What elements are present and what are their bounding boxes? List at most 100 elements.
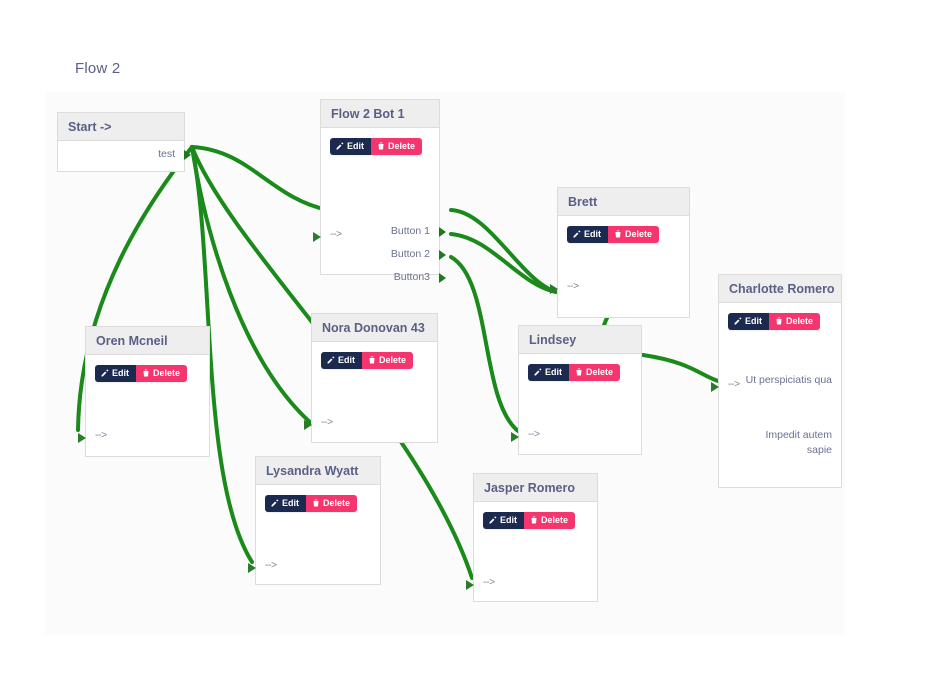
edit-button[interactable]: Edit	[95, 364, 136, 382]
trash-icon	[378, 142, 384, 150]
output-port-button-1[interactable]: Button 1	[321, 220, 446, 243]
delete-button-label: Delete	[388, 140, 416, 151]
edit-button[interactable]: Edit	[330, 137, 371, 155]
output-port-test[interactable]: test	[58, 143, 191, 166]
node-body: Edit Delete -->	[248, 485, 380, 584]
port-connector-icon[interactable]	[439, 272, 446, 283]
input-port-marker-icon[interactable]	[511, 432, 519, 442]
output-port-button-2[interactable]: Button 2	[321, 243, 446, 266]
trash-icon	[143, 369, 149, 377]
node-lysandra-wyatt[interactable]: Lysandra Wyatt Edit Delete -->	[248, 456, 381, 585]
port-label: Button3	[393, 271, 430, 283]
edit-icon	[489, 516, 497, 524]
delete-button[interactable]: Delete	[769, 312, 821, 330]
node-title: Nora Donovan 43	[312, 314, 437, 342]
trash-icon	[776, 317, 782, 325]
port-label: Button 1	[390, 225, 430, 237]
port-label: test	[158, 148, 175, 160]
port-connector-icon[interactable]	[184, 149, 191, 160]
node-oren-mcneil[interactable]: Oren Mcneil Edit Delete -->	[78, 326, 210, 457]
edit-button-label: Edit	[745, 315, 762, 326]
input-port-label: -->	[567, 280, 579, 292]
port-label: Ut perspiciatis qua	[745, 374, 832, 386]
node-body: Edit Delete -->	[304, 342, 437, 442]
node-actions: Edit Delete	[330, 137, 423, 155]
node-body: Edit Delete -->	[511, 354, 641, 454]
node-actions: Edit Delete	[265, 494, 358, 512]
input-port-marker-icon[interactable]	[248, 563, 256, 573]
delete-button-label: Delete	[586, 366, 614, 377]
input-port-label: -->	[265, 559, 277, 571]
node-nora-donovan-43[interactable]: Nora Donovan 43 Edit Delete -->	[304, 313, 438, 443]
edit-button[interactable]: Edit	[321, 351, 362, 369]
trash-icon	[576, 368, 582, 376]
port-connector-icon[interactable]	[439, 249, 446, 260]
node-charlotte-romero[interactable]: Charlotte Romero Edit Delete -->	[711, 274, 842, 488]
node-actions: Edit Delete	[95, 364, 188, 382]
edit-button-label: Edit	[347, 140, 364, 151]
input-port-marker-icon[interactable]	[711, 382, 719, 392]
delete-button-label: Delete	[153, 367, 181, 378]
output-port-ut-perspiciatis-qua[interactable]: Ut perspiciatis qua	[742, 373, 832, 388]
flow-title-bar: Flow 2	[45, 18, 845, 92]
edit-icon	[336, 142, 344, 150]
node-start[interactable]: Start -> test	[57, 112, 191, 172]
trash-icon	[369, 356, 375, 364]
trash-icon	[615, 230, 621, 238]
input-port-marker-icon[interactable]	[550, 284, 558, 294]
edit-icon	[327, 356, 335, 364]
node-brett[interactable]: Brett Edit Delete -->	[550, 187, 690, 318]
node-actions: Edit Delete	[528, 363, 621, 381]
edit-button[interactable]: Edit	[265, 494, 306, 512]
edit-button[interactable]: Edit	[483, 511, 524, 529]
edit-button-label: Edit	[584, 228, 601, 239]
node-actions: Edit Delete	[728, 312, 821, 330]
edit-icon	[534, 368, 542, 376]
output-port-button-3[interactable]: Button3	[321, 266, 446, 289]
node-body: Edit Delete --> Button 1 Button 2	[313, 128, 446, 283]
node-body: Edit Delete -->	[466, 502, 597, 601]
input-port-marker-icon[interactable]	[78, 433, 86, 443]
input-port-label: -->	[95, 429, 107, 441]
edit-button-label: Edit	[545, 366, 562, 377]
delete-button-label: Delete	[541, 514, 569, 525]
edit-button-label: Edit	[282, 497, 299, 508]
node-actions: Edit Delete	[567, 225, 660, 243]
node-body: Edit Delete -->	[550, 216, 689, 317]
node-flow-2-bot-1[interactable]: Flow 2 Bot 1 Edit Delete -->	[313, 99, 446, 283]
input-port-marker-icon[interactable]	[313, 232, 321, 242]
node-actions: Edit Delete	[321, 351, 414, 369]
node-title: Brett	[558, 188, 689, 216]
node-title: Start ->	[58, 113, 184, 141]
node-title: Flow 2 Bot 1	[321, 100, 439, 128]
port-connector-icon[interactable]	[439, 226, 446, 237]
delete-button[interactable]: Delete	[524, 511, 576, 529]
input-port-marker-icon[interactable]	[304, 420, 312, 430]
edit-button[interactable]: Edit	[728, 312, 769, 330]
edit-button-label: Edit	[112, 367, 129, 378]
input-port-label: -->	[728, 378, 740, 390]
delete-button-label: Delete	[379, 354, 407, 365]
node-body: test	[58, 141, 191, 171]
node-title: Jasper Romero	[474, 474, 597, 502]
output-ports: Button 1 Button 2 Button3	[321, 220, 446, 289]
output-port-impedit-autem-sapie[interactable]: Impedit autem sapie	[742, 428, 832, 458]
node-lindsey[interactable]: Lindsey Edit Delete -->	[511, 325, 642, 455]
delete-button[interactable]: Delete	[608, 225, 660, 243]
delete-button-label: Delete	[323, 497, 351, 508]
node-title: Lysandra Wyatt	[256, 457, 380, 485]
delete-button[interactable]: Delete	[306, 494, 358, 512]
node-actions: Edit Delete	[483, 511, 576, 529]
delete-button[interactable]: Delete	[569, 363, 621, 381]
input-port-label: -->	[528, 428, 540, 440]
delete-button[interactable]: Delete	[362, 351, 414, 369]
delete-button[interactable]: Delete	[136, 364, 188, 382]
input-port-label: -->	[483, 576, 495, 588]
edit-button[interactable]: Edit	[567, 225, 608, 243]
delete-button[interactable]: Delete	[371, 137, 423, 155]
node-jasper-romero[interactable]: Jasper Romero Edit Delete -->	[466, 473, 598, 602]
input-port-marker-icon[interactable]	[466, 580, 474, 590]
edit-button[interactable]: Edit	[528, 363, 569, 381]
input-port-label: -->	[321, 416, 333, 428]
edit-button-label: Edit	[500, 514, 517, 525]
